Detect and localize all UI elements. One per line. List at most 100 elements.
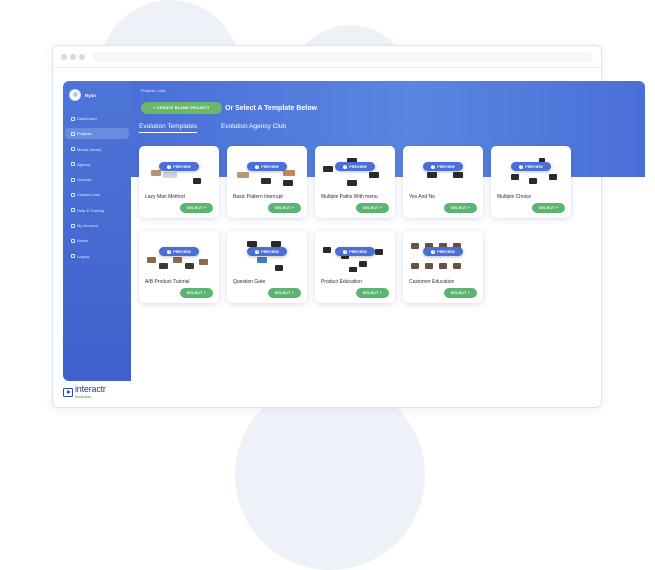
background-circle <box>235 380 425 570</box>
select-button[interactable]: SELECT + <box>444 288 477 298</box>
sidebar-item-projects[interactable]: Projects <box>65 128 129 140</box>
template-card[interactable]: PREVIEW Yes And No SELECT + <box>403 146 483 218</box>
sidebar-item-logout[interactable]: Logout <box>65 251 129 262</box>
preview-button[interactable]: PREVIEW <box>511 162 551 171</box>
template-title: Basic Pattern Interrupt <box>233 194 283 200</box>
window-dot-icon <box>70 54 76 60</box>
filter-icon <box>71 131 75 136</box>
sidebar-item-surveys[interactable]: Surveys <box>65 174 129 185</box>
preview-button[interactable]: PREVIEW <box>159 162 199 171</box>
sidebar-item-label: Agency <box>77 161 91 167</box>
tab-evolution-templates[interactable]: Evolution Templates <box>139 123 198 133</box>
thumbnail-node <box>261 178 271 184</box>
play-icon <box>431 249 436 254</box>
preview-button[interactable]: PREVIEW <box>335 162 375 171</box>
thumbnail-node <box>173 257 182 263</box>
thumbnail-node <box>347 158 357 164</box>
sidebar-item-my-account[interactable]: My Account <box>65 220 129 231</box>
user-icon <box>71 223 75 228</box>
select-button[interactable]: SELECT + <box>268 203 301 213</box>
sidebar-item-label: Help & Training <box>77 207 105 213</box>
select-button[interactable]: SELECT + <box>444 203 477 213</box>
thumbnail-node <box>369 172 379 178</box>
preview-label: PREVIEW <box>349 249 367 254</box>
play-icon <box>431 164 436 169</box>
sidebar-item-label: Logout <box>77 253 90 259</box>
thumbnail-node <box>151 170 161 176</box>
thumbnail-node <box>349 267 357 272</box>
sidebar-item-label: Media Library <box>77 146 102 152</box>
sidebar-item-custom-lists[interactable]: Custom Lists <box>65 189 129 200</box>
window-dot-icon <box>61 54 67 60</box>
play-icon <box>343 249 348 254</box>
play-icon <box>167 249 172 254</box>
thumbnail-node <box>147 257 156 263</box>
survey-icon <box>71 177 75 182</box>
template-title: Customer Education <box>409 279 455 285</box>
select-button[interactable]: SELECT + <box>180 288 213 298</box>
sidebar: Ryan Dashboard Projects Media Library Ag… <box>63 81 131 381</box>
preview-button[interactable]: PREVIEW <box>247 247 287 256</box>
select-template-heading: Or Select A Template Below <box>225 104 317 112</box>
help-icon <box>71 208 75 213</box>
template-thumbnail <box>143 235 215 272</box>
list-icon <box>71 192 75 197</box>
logout-icon <box>71 254 75 259</box>
preview-button[interactable]: PREVIEW <box>423 247 463 256</box>
preview-button[interactable]: PREVIEW <box>159 247 199 256</box>
thumbnail-node <box>427 172 437 178</box>
sidebar-item-label: Dashboard <box>77 116 97 121</box>
select-button[interactable]: SELECT + <box>532 203 565 213</box>
select-button[interactable]: SELECT + <box>356 203 389 213</box>
play-icon <box>167 164 172 169</box>
template-thumbnail <box>231 235 303 272</box>
thumbnail-node <box>283 180 293 186</box>
sidebar-item-label: Admin <box>77 238 89 244</box>
template-title: Multiple Paths With menu <box>321 194 378 200</box>
preview-button[interactable]: PREVIEW <box>423 162 463 171</box>
sidebar-item-media-library[interactable]: Media Library <box>65 144 129 155</box>
select-button[interactable]: SELECT + <box>180 203 213 213</box>
thumbnail-node <box>529 178 537 184</box>
sidebar-item-agency[interactable]: Agency <box>65 159 129 170</box>
select-button[interactable]: SELECT + <box>268 288 301 298</box>
user-profile[interactable]: Ryan <box>69 88 96 102</box>
url-bar[interactable] <box>93 52 593 62</box>
preview-button[interactable]: PREVIEW <box>335 247 375 256</box>
sidebar-item-help-training[interactable]: Help & Training <box>65 205 129 216</box>
thumbnail-node <box>539 158 545 164</box>
preview-button[interactable]: PREVIEW <box>247 162 287 171</box>
template-thumbnail <box>143 150 215 187</box>
select-button[interactable]: SELECT + <box>356 288 389 298</box>
template-title: Yes And No <box>409 194 435 200</box>
thumbnail-node <box>257 257 267 263</box>
sidebar-item-dashboard[interactable]: Dashboard <box>65 113 129 124</box>
browser-titlebar <box>53 46 601 68</box>
home-icon <box>71 116 75 121</box>
thumbnail-node <box>375 249 383 255</box>
preview-label: PREVIEW <box>173 249 191 254</box>
play-icon <box>519 164 524 169</box>
main-content: Projects > Add + CREATE BLANK PROJECT Or… <box>131 81 645 381</box>
sidebar-item-admin[interactable]: Admin <box>65 235 129 246</box>
template-thumbnail <box>495 150 567 187</box>
sidebar-item-label: My Account <box>77 223 98 229</box>
play-logo-icon <box>63 387 73 397</box>
thumbnail-node <box>283 170 295 176</box>
breadcrumb[interactable]: Projects > Add <box>141 89 166 93</box>
sidebar-nav: Dashboard Projects Media Library Agency … <box>65 113 129 266</box>
browser-window: Ryan Dashboard Projects Media Library Ag… <box>52 45 645 408</box>
tab-evolution-agency-club[interactable]: Evolution Agency Club <box>221 123 287 130</box>
thumbnail-node <box>185 263 194 269</box>
create-blank-project-button[interactable]: + CREATE BLANK PROJECT <box>141 102 222 114</box>
sidebar-item-label: Custom Lists <box>77 192 101 198</box>
thumbnail-node <box>159 263 168 269</box>
